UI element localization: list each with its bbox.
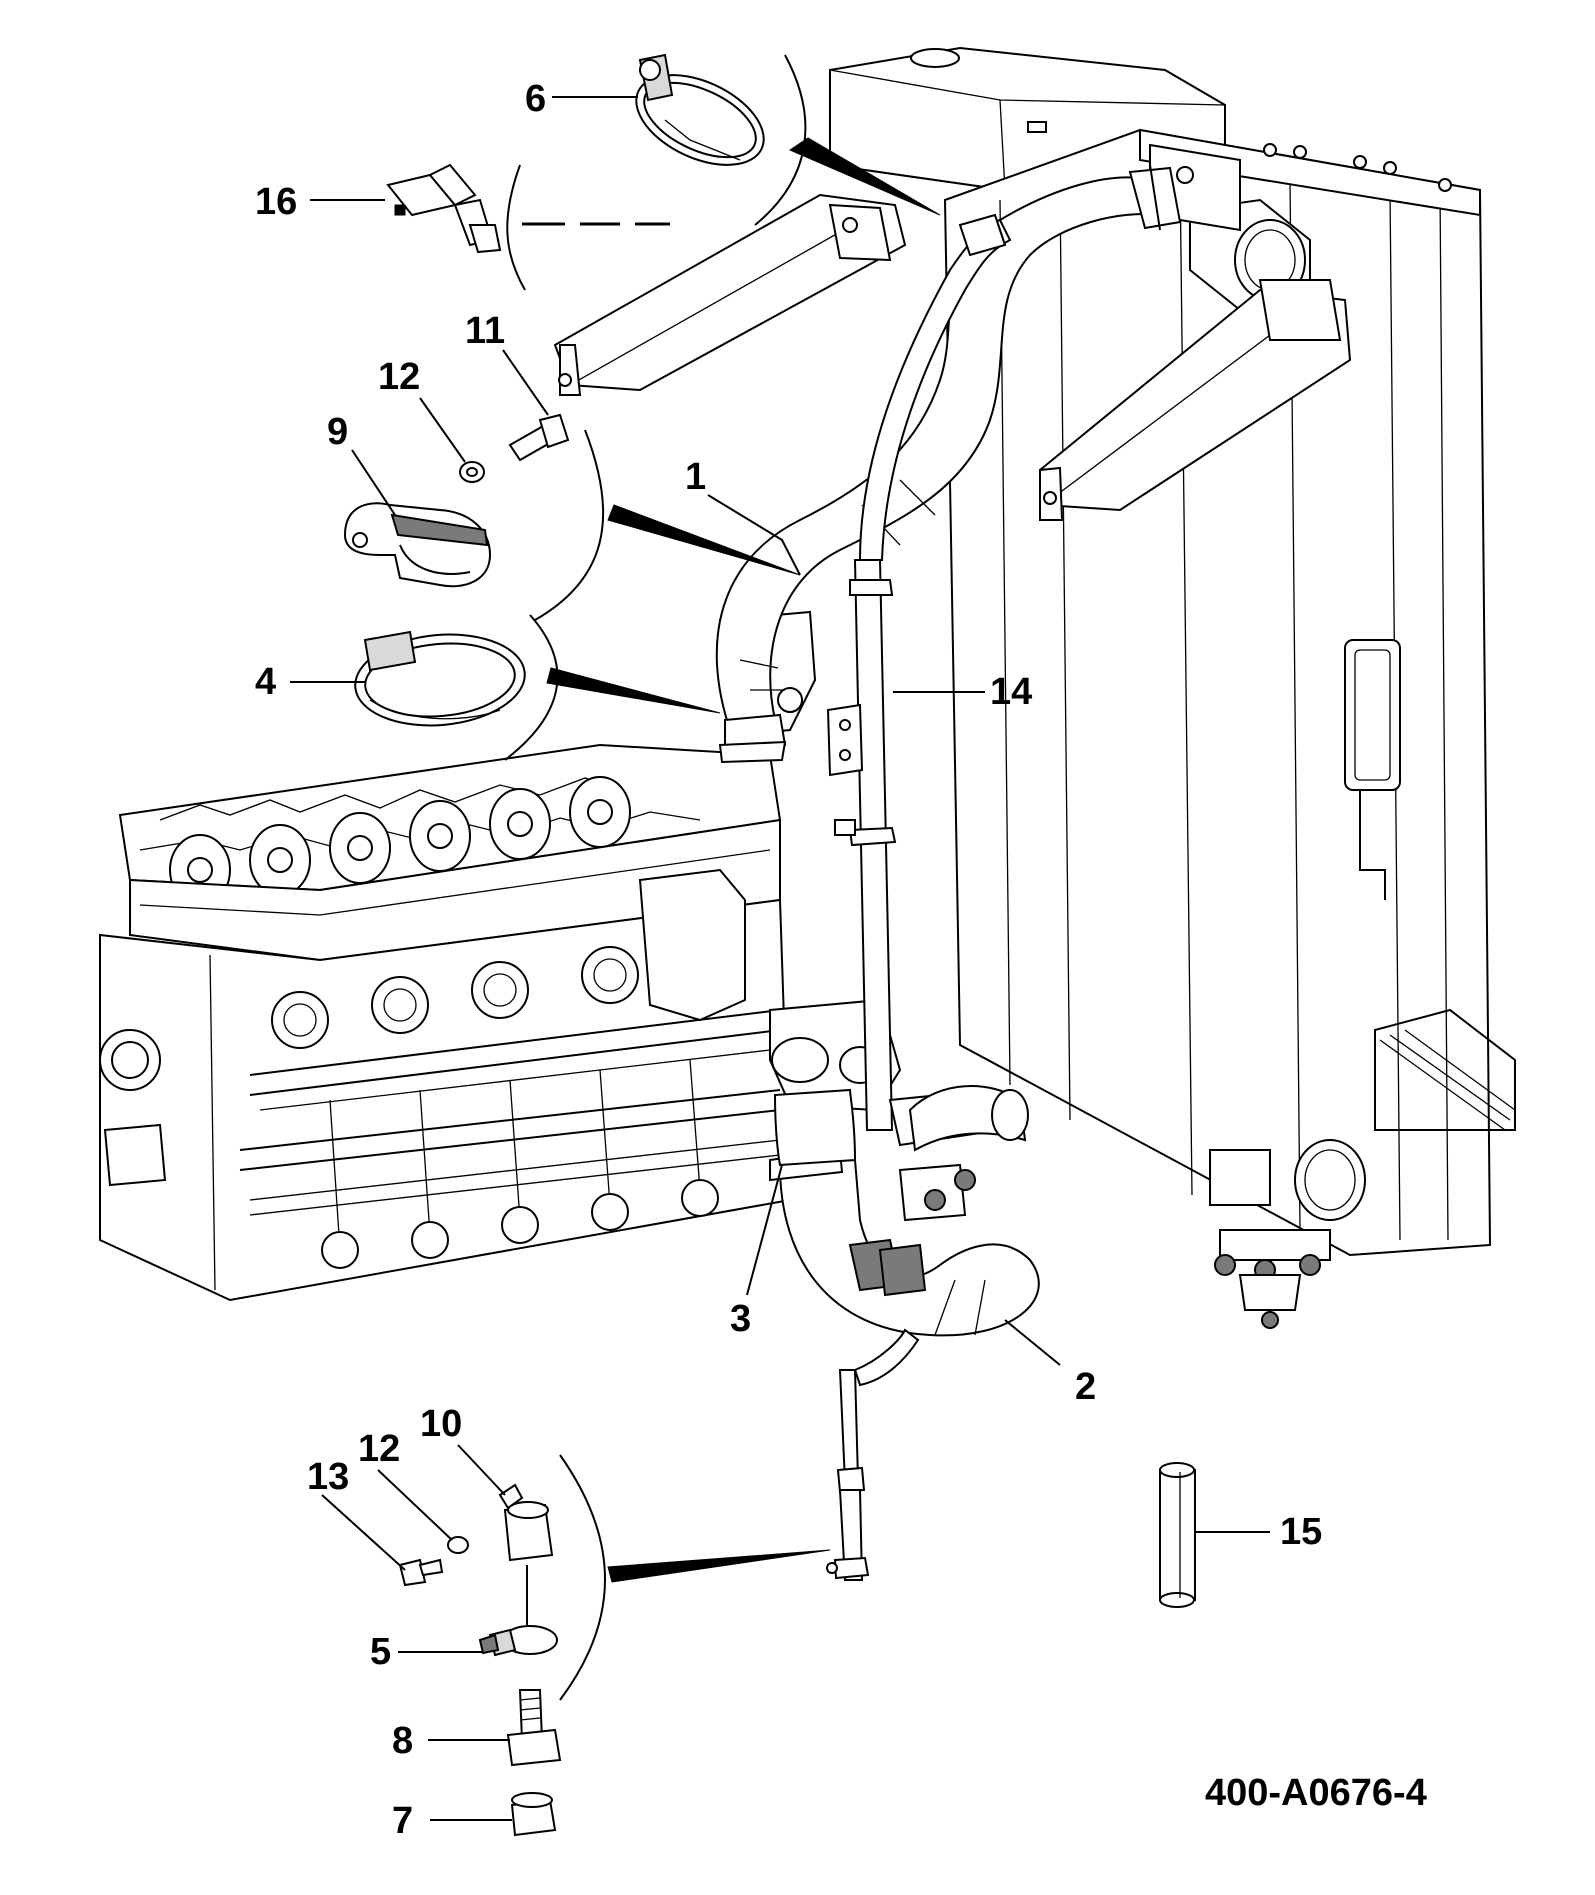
clip-item-10	[498, 1483, 554, 1562]
radiator-assembly	[829, 46, 1516, 1329]
callout-6: 6	[525, 78, 547, 120]
callout-5: 5	[370, 1631, 392, 1673]
bolt-item-11	[508, 413, 570, 462]
washer-item-12	[459, 461, 485, 483]
callout-13: 13	[307, 1456, 350, 1498]
leader-lines	[290, 96, 1270, 1821]
callout-1: 1	[685, 456, 707, 498]
figure-reference-number: 400-A0676-4	[1205, 1772, 1427, 1814]
washer-item-12b	[447, 1536, 469, 1554]
callout-14: 14	[990, 671, 1033, 713]
callout-7: 7	[392, 1800, 414, 1842]
callout-10: 10	[420, 1403, 463, 1445]
callout-2: 2	[1075, 1366, 1097, 1408]
drain-plug-item-7	[510, 1792, 557, 1837]
lower-radiator-hose	[769, 1085, 1040, 1581]
pointer-wedges	[522, 137, 941, 1583]
callout-9: 9	[327, 411, 349, 453]
callout-8: 8	[392, 1720, 414, 1762]
hose-clamp-item-6	[635, 53, 765, 166]
band-clamp-item-4	[354, 630, 526, 727]
p-clamp-item-9	[343, 502, 492, 588]
temperature-sensor-item-16	[386, 163, 502, 254]
callout-12a: 12	[378, 356, 421, 398]
mounting-brackets	[553, 143, 1352, 521]
callout-16: 16	[255, 181, 298, 223]
bypass-tube	[826, 213, 1012, 1131]
callout-4: 4	[255, 661, 277, 703]
callout-3: 3	[730, 1298, 752, 1340]
callout-11: 11	[465, 310, 506, 352]
drain-valve-item-8	[506, 1689, 562, 1767]
callout-12b: 12	[358, 1428, 401, 1470]
hose-clamp-item-5	[478, 1565, 558, 1657]
callout-15: 15	[1280, 1511, 1323, 1553]
tube-item-15	[1159, 1462, 1196, 1608]
bolt-item-13	[398, 1558, 444, 1587]
